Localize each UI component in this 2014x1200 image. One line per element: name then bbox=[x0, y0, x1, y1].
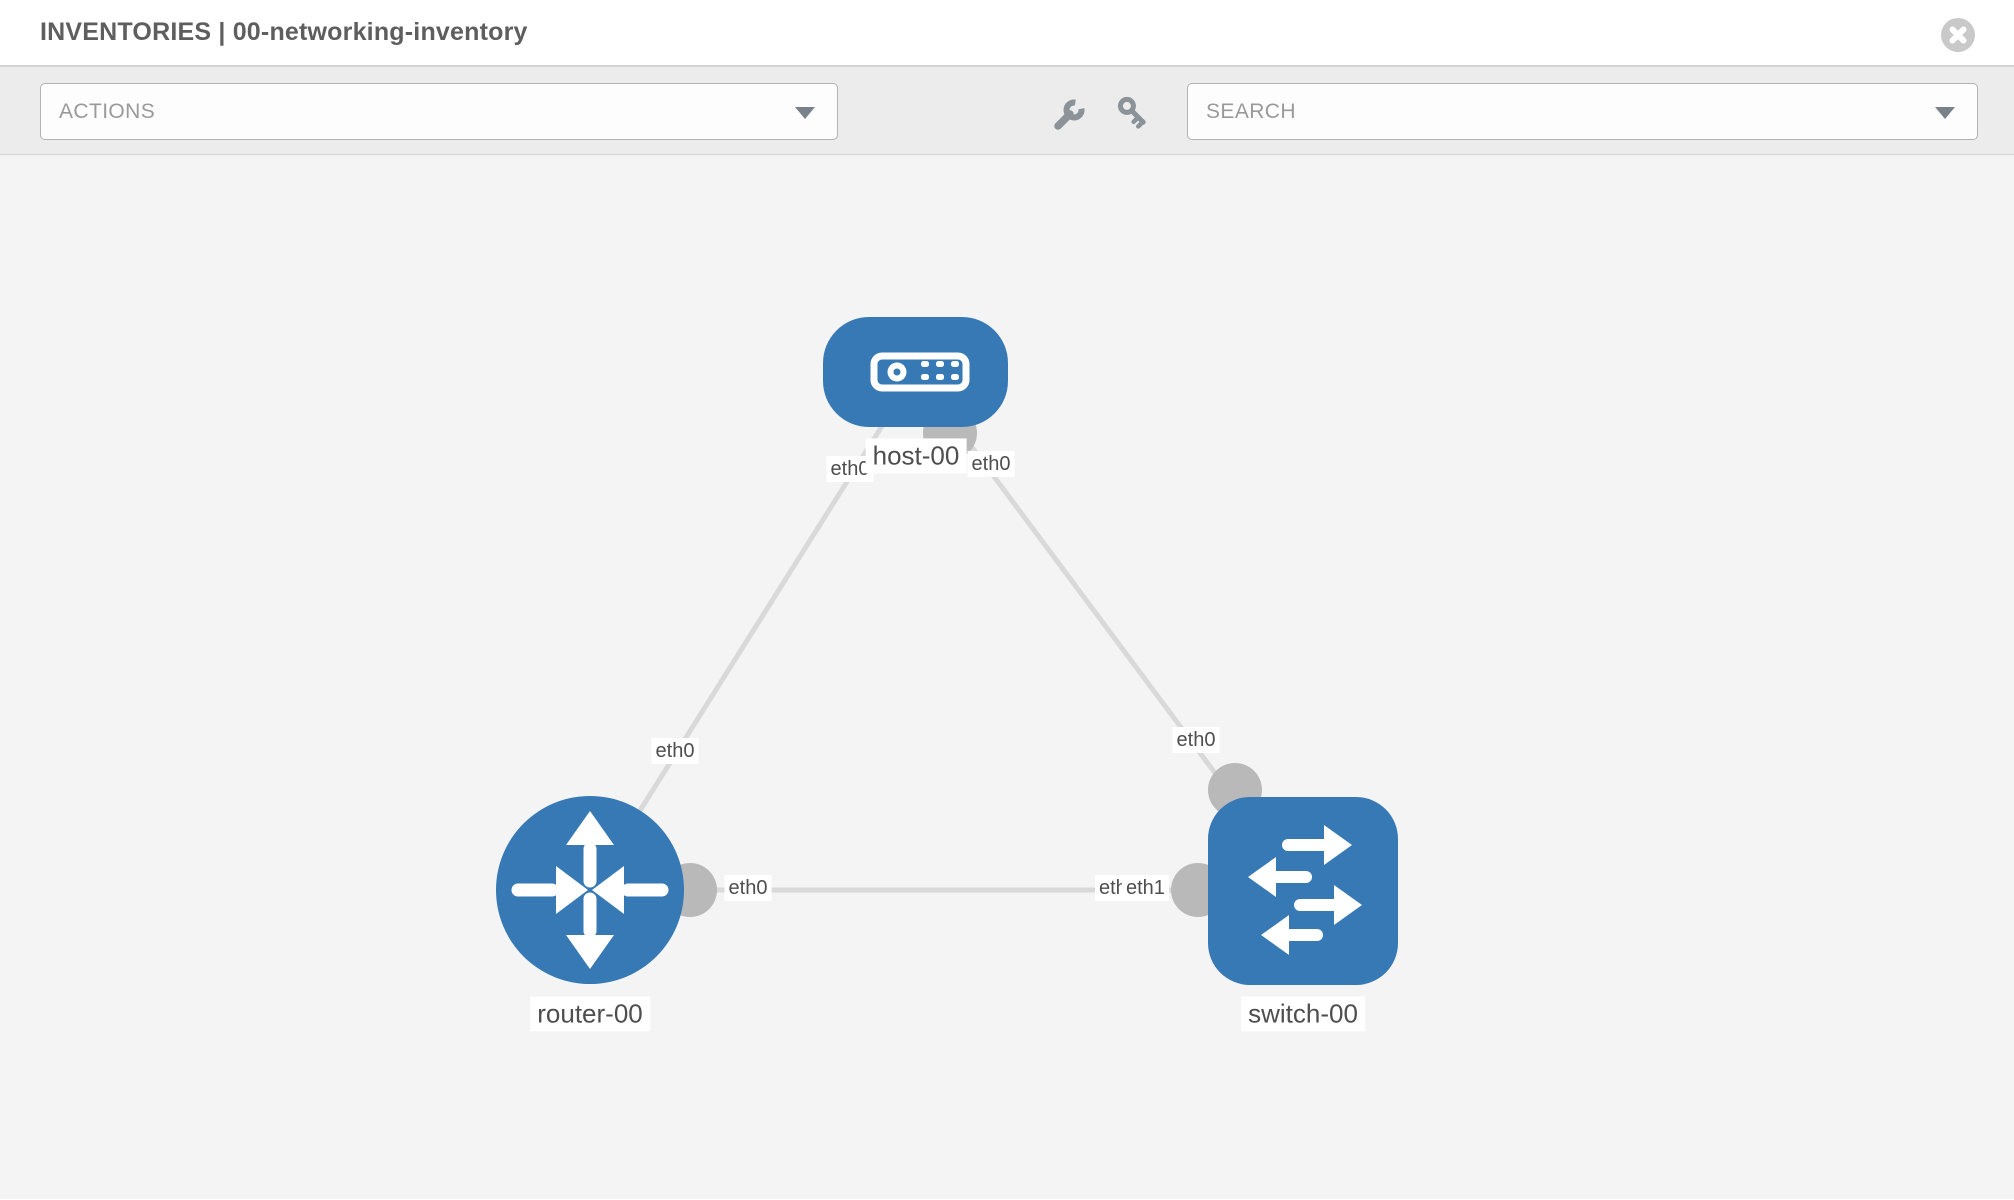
node-router[interactable] bbox=[496, 796, 684, 984]
interface-label: eth0 bbox=[724, 875, 772, 901]
interface-label: eth0 bbox=[967, 451, 1015, 477]
close-icon bbox=[1949, 26, 1967, 44]
topology-graph bbox=[496, 317, 1398, 985]
interface-label: eth1 bbox=[1122, 875, 1169, 901]
wrench-icon[interactable] bbox=[1049, 96, 1085, 132]
toolbar: ACTIONS SEARCH bbox=[0, 67, 2014, 155]
key-icon[interactable] bbox=[1115, 94, 1153, 132]
chevron-down-icon bbox=[1935, 106, 1955, 119]
actions-dropdown-label: ACTIONS bbox=[59, 100, 156, 123]
node-switch[interactable] bbox=[1208, 797, 1398, 985]
host-icon bbox=[870, 352, 970, 392]
interface-label: eth0 bbox=[1172, 727, 1220, 753]
chevron-down-icon bbox=[795, 106, 815, 119]
node-label-router: router-00 bbox=[530, 996, 650, 1032]
node-label-switch: switch-00 bbox=[1241, 996, 1365, 1032]
close-button[interactable] bbox=[1941, 18, 1975, 52]
switch-icon bbox=[1248, 825, 1362, 955]
router-icon bbox=[511, 811, 669, 969]
page-title: INVENTORIES | 00-networking-inventory bbox=[40, 18, 528, 46]
node-label-host: host-00 bbox=[865, 438, 967, 474]
page-header: INVENTORIES | 00-networking-inventory bbox=[0, 0, 2014, 67]
node-host[interactable] bbox=[823, 317, 1008, 427]
interface-label: eth0 bbox=[826, 456, 874, 482]
interface-label: eth0 bbox=[651, 738, 699, 764]
topology-canvas[interactable]: eth0 host-00 eth0 eth0 eth0 eth0 eth0 et… bbox=[0, 155, 2014, 1199]
search-dropdown-label: SEARCH bbox=[1206, 100, 1296, 123]
actions-dropdown[interactable]: ACTIONS bbox=[40, 83, 838, 140]
search-dropdown[interactable]: SEARCH bbox=[1187, 83, 1978, 140]
